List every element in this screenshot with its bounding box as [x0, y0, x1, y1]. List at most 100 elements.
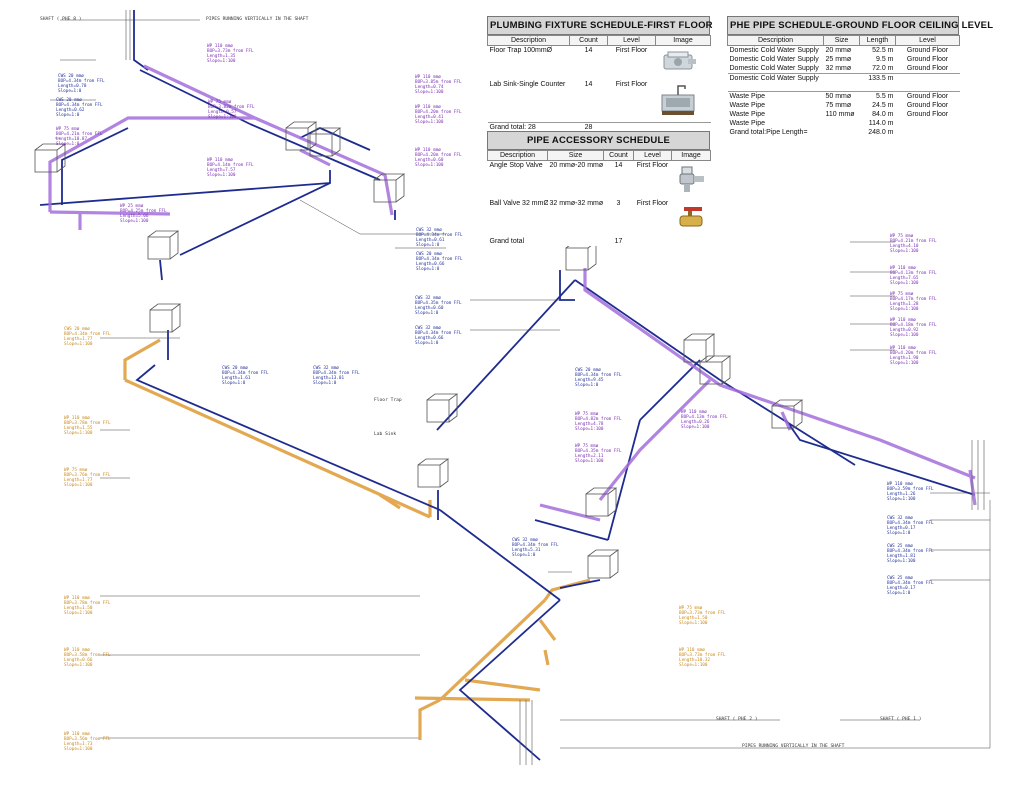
accessory-schedule-table: Description Size Count Level Image Angle… — [487, 150, 711, 246]
lab-sink-label: Lab Sink — [374, 432, 397, 437]
pipe-callout: WP 75 mmø BOP=3.82m from FFL Length=0.57… — [208, 100, 255, 120]
pipe-callout: WP 110 mmø BOP=4.13m from FFL Length=7.6… — [890, 266, 937, 286]
cell-description: Waste Pipe — [729, 102, 766, 109]
cell-description: Waste Pipe — [727, 91, 824, 101]
table-row: Waste Pipe 50 mmø 5.5 m Ground Floor — [727, 91, 960, 101]
pipes-vertical-label-top: PIPES RUNNING VERTICALLY IN THE SHAFT — [206, 17, 309, 22]
cell-description: Floor Trap 100mmØ — [489, 47, 553, 54]
pipe-callout: CWS 20 mmø BOP=4.34m from FFL Length=0.6… — [56, 98, 103, 118]
pipe-callout: CWS 25 mmø BOP=4.34m from FFL Length=0.1… — [887, 576, 934, 596]
column-header: Count — [603, 150, 634, 161]
pipe-callout: CWS 20 mmø BOP=4.34m from FFL Length=9.4… — [575, 368, 622, 388]
floor-trap-label: Floor Trap — [374, 398, 402, 403]
cell-description: Ball Valve 32 mmØ — [489, 200, 548, 207]
pipe-callout: WP 110 mmø BOP=3.56m from FFL Length=1.7… — [64, 732, 111, 752]
grand-total-row: Grand total:Pipe Length= 248.0 m — [728, 128, 960, 137]
grand-total-label: Grand total:Pipe Length= — [729, 129, 808, 136]
grand-total-length: 248.0 m — [868, 129, 894, 136]
subtotal-length: 114.0 m — [868, 120, 894, 127]
table-row: Waste Pipe 75 mmø 24.5 m Ground Floor — [728, 101, 960, 110]
grand-total-row: Grand total 17 — [488, 237, 711, 246]
cell-size: 20 mmø — [825, 47, 852, 54]
pipe-callout: CWS 25 mmø BOP=4.34m from FFL Length=1.8… — [887, 544, 934, 564]
leader-lines — [50, 19, 991, 749]
table-row: Domestic Cold Water Supply 25 mmø 9.5 m … — [728, 55, 960, 64]
waste-pipe-network-lower — [123, 338, 591, 740]
pipe-schedule-title: PHE PIPE SCHEDULE-GROUND FLOOR CEILING L… — [727, 16, 993, 35]
subtotal-row: Waste Pipe 114.0 m — [728, 119, 960, 128]
cws-pipe-network-lower — [135, 330, 601, 761]
pipe-callout: CWS 32 mmø BOP=4.34m from FFL Length=5.3… — [512, 538, 559, 558]
angle-stop-valve-image — [672, 161, 711, 200]
cell-description: Domestic Cold Water Supply — [729, 65, 819, 72]
column-header: Image — [655, 35, 711, 46]
cell-length: 72.0 m — [872, 65, 894, 72]
cell-size: 25 mmø — [825, 56, 852, 63]
pipe-callout: WP 110 mmø BOP=4.18m from FFL Length=0.9… — [890, 318, 937, 338]
pipe-callout: WP 75 mmø BOP=4.17m from FFL Length=1.28… — [890, 292, 937, 312]
shaft-label-bottom-2: SHAFT ( PHE 1 ) — [880, 717, 922, 722]
column-header: Description — [727, 35, 824, 46]
pipe-callout: WP 75 mmø BOP=3.73m from FFL Length=1.50… — [679, 606, 726, 626]
subtotal-row: Domestic Cold Water Supply 133.5 m — [727, 73, 960, 83]
table-header-row: Description Size Count Level Image — [487, 150, 711, 161]
fixture-boxes — [34, 121, 804, 579]
phe-pipe-schedule: PHE PIPE SCHEDULE-GROUND FLOOR CEILING L… — [727, 16, 993, 137]
shaft-label-bottom-1: SHAFT ( PHE 2 ) — [716, 717, 758, 722]
cell-level: Ground Floor — [906, 111, 949, 118]
table-row: Ball Valve 32 mmØ 32 mmø-32 mmø 3 First … — [488, 199, 711, 237]
column-header: Count — [569, 35, 608, 46]
pipe-callout: WP 75 mmø BOP=4.21m from FFL Length=4.10… — [890, 234, 937, 254]
floor-trap-image — [656, 46, 711, 81]
cell-size: 32 mmø-32 mmø — [549, 200, 604, 207]
grand-total-row: Grand total: 28 28 — [487, 122, 711, 132]
subtotal-length: 133.5 m — [859, 73, 896, 83]
subtotal-description: Waste Pipe — [729, 120, 766, 127]
cell-level: First Floor — [615, 81, 648, 88]
cell-size: 75 mmø — [825, 102, 852, 109]
cell-size: 32 mmø — [825, 65, 852, 72]
pipe-callout: WP 75 mmø BOP=4.21m from FFL Length=10.8… — [56, 127, 103, 147]
lab-sink-image — [656, 80, 711, 123]
pipe-callout: CWS 32 mmø BOP=4.34m from FFL Length=0.6… — [415, 326, 462, 346]
cell-size: 110 mmø — [825, 111, 855, 118]
cell-level: Ground Floor — [906, 56, 949, 63]
waste-pipe-network-right — [539, 268, 977, 522]
pipe-callout: WP 110 mmø BOP=3.85m from FFL Length=0.7… — [415, 75, 462, 95]
pipe-callout: CWS 32 mmø BOP=4.35m from FFL Length=0.6… — [415, 296, 462, 316]
cell-count: 14 — [584, 47, 593, 54]
column-header: Level — [633, 150, 672, 161]
cws-pipe-network-upper — [39, 10, 396, 281]
pipe-schedule-table: Description Size Length Level Domestic C… — [727, 35, 960, 137]
cell-description: Waste Pipe — [729, 111, 766, 118]
table-row: Domestic Cold Water Supply 32 mmø 72.0 m… — [728, 64, 960, 74]
cell-size: 50 mmø — [823, 91, 860, 101]
pipe-callout: CWS 32 mmø BOP=4.34m from FFL Length=13.… — [313, 366, 360, 386]
pipe-callout: WP 110 mmø BOP=3.78m from FFL Length=1.5… — [64, 416, 111, 436]
pipes-vertical-label-bottom: PIPES RUNNING VERTICALLY IN THE SHAFT — [742, 744, 845, 749]
subtotal-description: Domestic Cold Water Supply — [727, 73, 824, 83]
pipe-callout: WP 110 mmø BOP=3.58m from FFL Length=0.6… — [64, 648, 111, 668]
grand-total-label: Grand total: 28 — [487, 122, 570, 132]
pipe-callout: CWS 20 mmø BOP=4.34m from FFL Length=1.6… — [222, 366, 269, 386]
table-row: Floor Trap 100mmØ 14 First Floor — [488, 46, 711, 81]
cell-description: Lab Sink-Single Counter — [489, 81, 566, 88]
grand-total-count: 17 — [614, 238, 623, 245]
pipe-callout: CWS 32 mmø BOP=4.34m from FFL Length=0.6… — [416, 228, 463, 248]
grand-total-count: 28 — [569, 122, 608, 132]
pipe-callout: WP 25 mmø BOP=4.25m from FFL Length=5.06… — [120, 204, 167, 224]
cell-level: Ground Floor — [906, 65, 949, 72]
table-header-row: Description Size Length Level — [727, 35, 960, 46]
fixture-schedule-title: PLUMBING FIXTURE SCHEDULE-FIRST FLOOR — [487, 16, 713, 35]
pipe-callout: CWS 20 mmø BOP=4.34m from FFL Length=0.7… — [58, 74, 105, 94]
column-header: Size — [823, 35, 860, 46]
plumbing-fixture-schedule: PLUMBING FIXTURE SCHEDULE-FIRST FLOOR De… — [487, 16, 713, 132]
cell-level: Ground Floor — [906, 102, 949, 109]
cell-length: 9.5 m — [875, 56, 894, 63]
pipe-callout: CWS 20 mmø BOP=4.34m from FFL Length=0.6… — [416, 252, 463, 272]
pipe-callout: WP 110 mmø BOP=4.20m from FFL Length=1.9… — [890, 346, 937, 366]
table-row: Waste Pipe 110 mmø 84.0 m Ground Floor — [728, 110, 960, 119]
cell-length: 5.5 m — [859, 91, 896, 101]
pipe-callout: WP 110 mmø BOP=3.73m from FFL Length=10.… — [679, 648, 726, 668]
cell-description: Domestic Cold Water Supply — [729, 56, 819, 63]
